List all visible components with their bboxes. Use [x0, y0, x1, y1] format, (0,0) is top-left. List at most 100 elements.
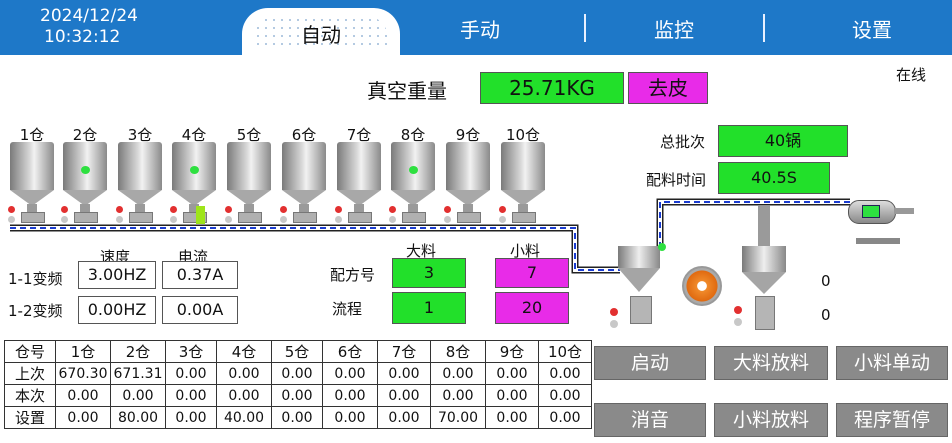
pause-button[interactable]: 程序暂停: [836, 403, 948, 437]
table-header-cell: 8仓: [430, 340, 486, 363]
status-lamp-red: [225, 206, 232, 213]
table-cell[interactable]: 40.00: [216, 406, 272, 429]
small-single-button[interactable]: 小料单动: [836, 346, 948, 380]
silo-label: 2仓: [72, 126, 98, 144]
flow-small-value[interactable]: 20: [495, 292, 569, 324]
table-cell[interactable]: 0.00: [271, 406, 323, 429]
silo-hopper[interactable]: [116, 142, 162, 232]
silo-hopper[interactable]: [61, 142, 107, 232]
small-release-button[interactable]: 小料放料: [714, 403, 828, 437]
status-lamp-red: [499, 206, 506, 213]
status-lamp-red: [734, 306, 742, 314]
table-cell[interactable]: 0.00: [485, 406, 539, 429]
silo-label: 5仓: [236, 126, 262, 144]
status-lamp-gray: [499, 216, 506, 223]
table-header-cell: 4仓: [216, 340, 272, 363]
tab-monitor[interactable]: 监控: [654, 18, 694, 42]
table-cell[interactable]: 0.00: [55, 406, 111, 429]
status-lamp-gray: [280, 216, 287, 223]
mute-button[interactable]: 消音: [594, 403, 706, 437]
silo-hopper[interactable]: [8, 142, 54, 232]
table-cell[interactable]: 0.00: [165, 406, 217, 429]
inverter-current: 0.37A: [162, 261, 238, 289]
status-lamp-gray: [116, 216, 123, 223]
status-lamp-gray: [225, 216, 232, 223]
status-lamp-red: [335, 206, 342, 213]
batch-time-value: 40.5S: [718, 162, 830, 194]
recipe-big-value[interactable]: 3: [392, 258, 466, 288]
table-cell: 0.00: [538, 384, 592, 407]
status-lamp-gray: [610, 320, 618, 328]
recipe-label: 配方号: [330, 266, 376, 284]
silo-hopper[interactable]: [444, 142, 490, 232]
table-cell[interactable]: 80.00: [110, 406, 166, 429]
table-cell: 0.00: [216, 384, 272, 407]
tab-settings[interactable]: 设置: [852, 18, 892, 42]
status-lamp-red: [8, 206, 15, 213]
status-lamp-gray: [444, 216, 451, 223]
status-lamp-green: [190, 166, 199, 174]
tab-divider: [763, 14, 765, 42]
table-cell: 671.31: [110, 362, 166, 385]
status-lamp-gray: [335, 216, 342, 223]
table-cell[interactable]: 0.00: [322, 406, 378, 429]
tare-button[interactable]: 去皮: [628, 72, 708, 104]
table-header-cell: 6仓: [322, 340, 378, 363]
inverter-name: 1-2变频: [8, 302, 63, 320]
conveyor-diagram: [10, 198, 850, 274]
silo-hopper[interactable]: [280, 142, 326, 232]
tab-auto[interactable]: 自动: [242, 8, 400, 55]
table-header-cell: 10仓: [538, 340, 592, 363]
table-cell: 0.00: [55, 384, 111, 407]
table-cell: 0.00: [485, 362, 539, 385]
table-cell: 0.00: [538, 362, 592, 385]
inverter-name: 1-1变频: [8, 270, 63, 288]
silo-hopper[interactable]: [225, 142, 271, 232]
status-lamp-red: [116, 206, 123, 213]
table-header-cell: 9仓: [485, 340, 539, 363]
status-lamp-red: [389, 206, 396, 213]
table-cell: 0.00: [485, 384, 539, 407]
silo-hopper[interactable]: [389, 142, 435, 232]
row-label: 设置: [4, 406, 56, 429]
row-label: 本次: [4, 384, 56, 407]
silo-label: 6仓: [291, 126, 317, 144]
status-lamp-green: [409, 166, 418, 174]
tab-manual[interactable]: 手动: [460, 18, 500, 42]
table-cell[interactable]: 0.00: [377, 406, 431, 429]
receiver-hopper: [610, 246, 662, 330]
status-lamp-gray: [389, 216, 396, 223]
table-header-cell: 2仓: [110, 340, 166, 363]
table-cell: 0.00: [322, 384, 378, 407]
recipe-small-value[interactable]: 7: [495, 258, 569, 288]
status-lamp-red: [280, 206, 287, 213]
silo-label: 1仓: [19, 126, 45, 144]
row-label: 上次: [4, 362, 56, 385]
status-lamp-red: [444, 206, 451, 213]
silo-hopper[interactable]: [499, 142, 545, 232]
flow-big-value[interactable]: 1: [392, 292, 466, 324]
big-release-button[interactable]: 大料放料: [714, 346, 828, 380]
table-header-cell: 仓号: [4, 340, 56, 363]
status-lamp-green: [81, 166, 90, 174]
online-status: 在线: [896, 66, 927, 84]
status-lamp-gray: [8, 216, 15, 223]
start-button[interactable]: 启动: [594, 346, 706, 380]
valve-open-indicator: [196, 206, 205, 224]
table-header-cell: 7仓: [377, 340, 431, 363]
silo-hopper[interactable]: [335, 142, 381, 232]
top-nav-bar: 2024/12/24 10:32:12 自动 手动 监控 设置: [0, 0, 952, 55]
vacuum-weight-value: 25.71KG: [480, 72, 624, 104]
status-lamp-red: [170, 206, 177, 213]
silo-hopper[interactable]: [170, 142, 216, 232]
table-header-cell: 3仓: [165, 340, 217, 363]
big-material-header: 大料: [406, 242, 437, 260]
table-cell[interactable]: 70.00: [430, 406, 486, 429]
total-batch-label: 总批次: [660, 133, 706, 151]
table-cell: 0.00: [271, 362, 323, 385]
table-cell[interactable]: 0.00: [538, 406, 592, 429]
vacuum-weight-label: 真空重量: [367, 79, 447, 103]
